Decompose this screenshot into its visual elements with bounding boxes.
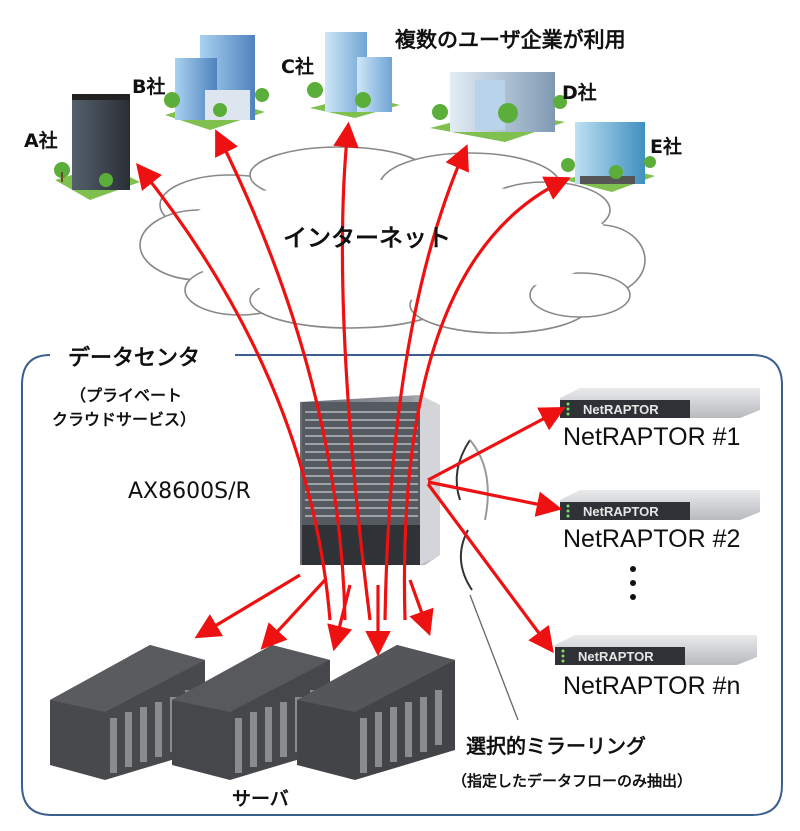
mirroring-label: 選択的ミラーリング	[466, 734, 646, 758]
company-c-building-icon	[307, 32, 400, 118]
mirror-arrow-netraptor-1	[427, 407, 566, 482]
server-racks-icon	[50, 645, 455, 780]
flow-arrow-company-a	[135, 163, 332, 621]
company-b-building-icon	[164, 35, 269, 130]
netraptor-n-label: NetRAPTOR #n	[563, 672, 741, 700]
flow-arrow-server-1	[194, 573, 301, 639]
datacenter-title: データセンタ	[62, 340, 207, 372]
company-e-label: E社	[650, 136, 682, 158]
netraptor-n-badge: NetRAPTOR	[578, 649, 654, 664]
netraptor-n-appliance-icon: NetRAPTOR	[555, 635, 757, 665]
flow-arrows	[135, 121, 571, 657]
flow-arrow-server-3	[327, 584, 353, 652]
netraptor-2-label: NetRAPTOR #2	[563, 525, 741, 553]
flow-arrow-company-d	[383, 144, 469, 621]
flow-arrow-company-e	[402, 176, 571, 621]
switch-model-label: AX8600S/R	[128, 479, 251, 504]
servers-label: サーバ	[232, 788, 289, 810]
company-a-building-icon	[54, 94, 140, 200]
internet-label: インターネット	[283, 224, 451, 252]
page-title: 複数のユーザ企業が利用	[395, 28, 626, 52]
company-d-building-icon	[430, 72, 567, 142]
netraptor-1-label: NetRAPTOR #1	[563, 423, 741, 451]
datacenter-subtitle-line2: クラウドサービス）	[52, 410, 197, 429]
mirror-arrow-netraptor-n	[426, 483, 554, 654]
flow-arrow-company-c	[333, 121, 372, 621]
mirror-arrow-netraptor-2	[427, 480, 563, 517]
datacenter-frame	[21, 354, 783, 816]
netraptor-1-appliance-icon: NetRAPTOR	[560, 388, 760, 418]
netraptor-2-appliance-icon: NetRAPTOR	[560, 490, 760, 520]
flow-arrow-server-5	[408, 579, 434, 637]
flow-arrow-company-b	[215, 129, 347, 621]
netraptor-2-badge: NetRAPTOR	[583, 504, 659, 519]
datacenter-subtitle-line1: （プライベート	[70, 386, 183, 405]
mirroring-note: （指定したデータフローのみ抽出）	[452, 772, 693, 790]
company-b-label: B社	[132, 76, 166, 98]
company-a-label: A社	[24, 130, 58, 152]
flow-arrow-server-2	[260, 578, 327, 650]
company-e-building-icon	[561, 122, 656, 192]
company-d-label: D社	[562, 82, 597, 104]
ellipsis-dots	[630, 566, 636, 600]
mirroring-leader-line	[469, 594, 519, 721]
company-c-label: C社	[281, 56, 314, 78]
netraptor-1-badge: NetRAPTOR	[583, 402, 659, 417]
